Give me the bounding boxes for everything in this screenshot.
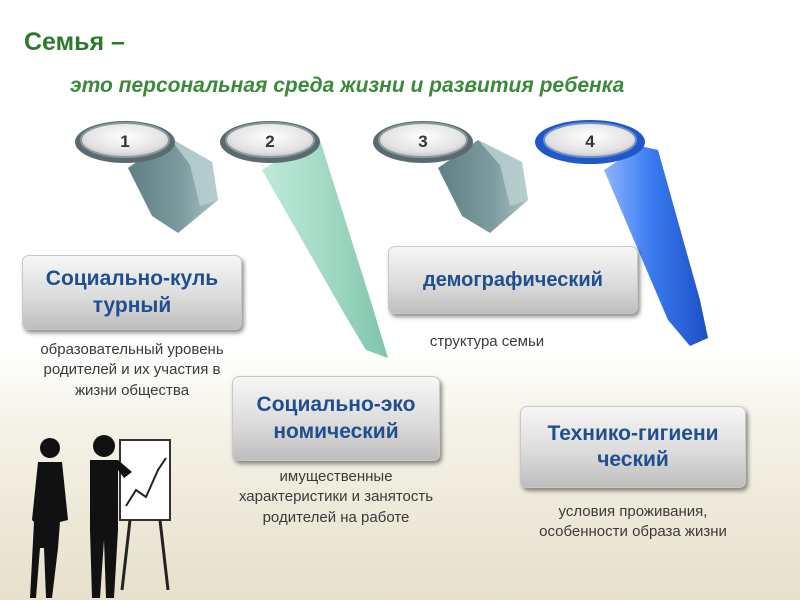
arrow-1 xyxy=(128,138,218,233)
number-badge-3: 3 xyxy=(373,121,473,163)
number-badge-2: 2 xyxy=(220,121,320,163)
number-1: 1 xyxy=(120,132,129,151)
category-description-1: образовательный уровень родителей и их у… xyxy=(40,341,224,399)
number-badge-1: 1 xyxy=(75,121,175,163)
category-description-3: структура семьи xyxy=(429,333,545,350)
business-people-presentation-icon xyxy=(30,435,171,598)
category-box-3: демографический xyxy=(388,246,638,314)
number-badge-4: 4 xyxy=(535,120,645,164)
category-title-1: Социально-культурный xyxy=(45,267,219,317)
number-3: 3 xyxy=(418,132,427,151)
category-title-2: Социально-экономический xyxy=(256,393,416,443)
category-title-3: демографический xyxy=(423,268,603,291)
number-4: 4 xyxy=(585,132,595,151)
page-subtitle: это персональная среда жизни и развития … xyxy=(70,74,625,97)
page-title: Семья – xyxy=(24,28,125,56)
arrow-2 xyxy=(262,140,388,358)
arrow-3 xyxy=(438,140,528,233)
number-2: 2 xyxy=(265,132,274,151)
category-box-2: Социально-экономический xyxy=(232,376,440,461)
category-description-4: условия проживания, особенности образа ж… xyxy=(539,503,727,541)
arrow-4 xyxy=(604,146,708,346)
category-description-2: имущественные характеристики и занятость… xyxy=(238,468,434,526)
category-box-4: Технико-гигиенический xyxy=(520,406,746,488)
category-box-1: Социально-культурный xyxy=(22,255,242,330)
category-title-4: Технико-гигиенический xyxy=(547,421,719,471)
